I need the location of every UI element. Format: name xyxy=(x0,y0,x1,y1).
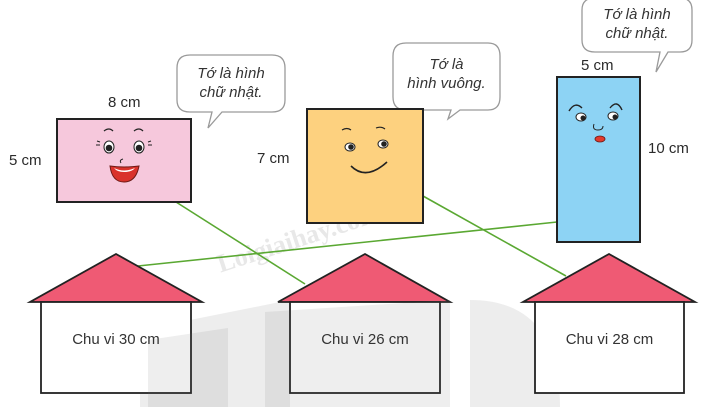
speech-line: chữ nhật. xyxy=(605,25,669,42)
watermark-overlay xyxy=(148,300,450,407)
speech-line: Tớ là xyxy=(429,56,464,73)
pink-height-label: 5 cm xyxy=(9,152,42,169)
eyebrow-icon xyxy=(133,128,144,132)
house-label-26: Chu vi 26 cm xyxy=(321,331,409,348)
eyebrow-icon xyxy=(609,103,623,111)
speech-text-orange: Tớ là hình vuông. xyxy=(393,55,500,93)
connection-line-pink-to-26 xyxy=(175,201,306,285)
house-body xyxy=(40,301,192,394)
eyebrow-icon xyxy=(375,126,386,130)
eyebrow-icon xyxy=(103,128,114,132)
house-roof xyxy=(519,252,699,303)
house-label-28: Chu vi 28 cm xyxy=(565,331,654,348)
house-28 xyxy=(519,252,699,394)
house-roof xyxy=(277,252,454,303)
house-30 xyxy=(26,252,206,394)
mouth-icon xyxy=(594,135,606,143)
speech-line: hình vuông. xyxy=(407,75,486,92)
pink-rectangle xyxy=(56,118,192,203)
orange-height-label: 7 cm xyxy=(257,150,290,167)
eyebrow-icon xyxy=(568,104,583,112)
nose-icon xyxy=(119,158,124,164)
blue-rectangle xyxy=(556,76,641,243)
eyebrow-icon xyxy=(341,127,352,131)
orange-square xyxy=(306,108,424,224)
blue-height-label: 10 cm xyxy=(648,140,689,157)
speech-line: Tớ là hình xyxy=(197,65,265,82)
speech-bubble-blue xyxy=(581,0,693,73)
connection-line-blue-to-30 xyxy=(137,221,558,267)
speech-text-pink: Tớ là hình chữ nhật. xyxy=(177,64,285,102)
speech-line: Tớ là hình xyxy=(603,6,671,23)
house-26 xyxy=(277,252,454,394)
speech-line: chữ nhật. xyxy=(199,84,263,101)
house-body xyxy=(534,301,685,394)
speech-text-blue: Tớ là hình chữ nhật. xyxy=(582,5,692,43)
speech-bubble-pink xyxy=(176,54,286,129)
house-label-30: Chu vi 30 cm xyxy=(72,331,160,348)
speech-bubble-orange xyxy=(392,42,501,121)
smile-mouth-icon xyxy=(350,161,388,174)
house-body xyxy=(289,301,441,394)
connection-line-orange-to-28 xyxy=(422,195,567,277)
nose-icon xyxy=(593,123,604,131)
blue-width-label: 5 cm xyxy=(581,57,614,74)
pink-width-label: 8 cm xyxy=(108,94,141,111)
